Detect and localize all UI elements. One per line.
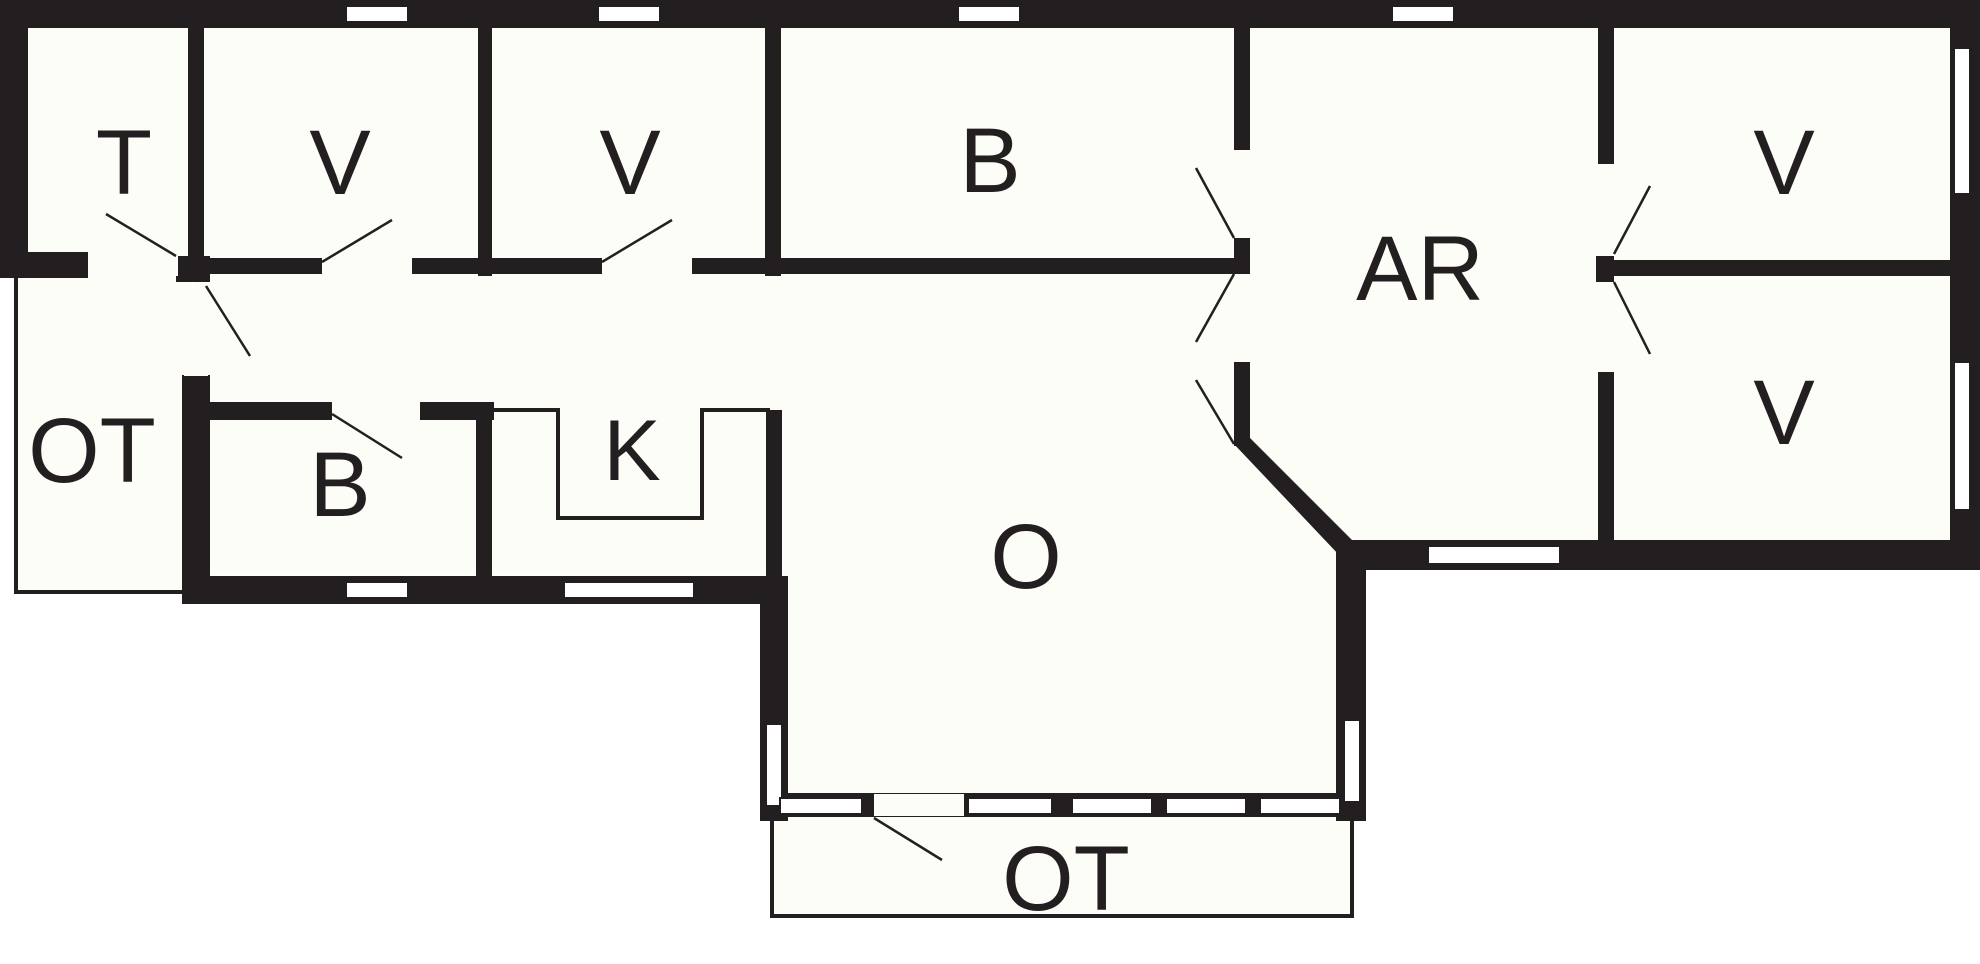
window <box>597 5 661 23</box>
room-label-v4: V <box>1753 362 1814 464</box>
room-label-ot-bottom: OT <box>1002 828 1130 930</box>
room-label-ot-left: OT <box>28 400 156 502</box>
door-swings <box>105 167 1652 862</box>
window <box>345 581 409 599</box>
window <box>1259 797 1341 815</box>
room-label-v3: V <box>1753 112 1814 214</box>
door <box>1194 167 1236 239</box>
door <box>601 218 673 264</box>
door <box>1194 273 1236 343</box>
room-label-ar: AR <box>1356 218 1484 320</box>
window <box>957 5 1021 23</box>
window <box>345 5 409 23</box>
door <box>1194 379 1236 445</box>
room-label-b-small: B <box>309 434 370 536</box>
window <box>967 797 1053 815</box>
window <box>1953 47 1971 195</box>
window <box>1343 719 1361 803</box>
door <box>105 212 177 258</box>
room-label-b-top: B <box>959 110 1020 212</box>
door <box>1612 185 1652 255</box>
room-label-t: T <box>96 112 152 214</box>
door <box>873 816 943 862</box>
room-label-o: O <box>990 506 1062 608</box>
room-label-k: K <box>603 403 660 499</box>
room-label-v1: V <box>309 112 370 214</box>
window <box>779 797 863 815</box>
window <box>1427 545 1561 565</box>
windows <box>345 5 1971 815</box>
window <box>1071 797 1153 815</box>
door <box>1612 281 1652 355</box>
window <box>563 581 695 599</box>
window <box>1165 797 1247 815</box>
door <box>321 218 393 264</box>
door <box>204 285 252 357</box>
door <box>331 412 403 460</box>
window <box>765 723 783 807</box>
window <box>1953 361 1971 511</box>
thin-walls <box>14 278 1354 918</box>
door-openings <box>88 150 1613 816</box>
room-label-v2: V <box>599 112 660 214</box>
room-labels: T V V B AR V V OT B K O OT <box>28 110 1815 930</box>
window <box>1391 5 1455 23</box>
